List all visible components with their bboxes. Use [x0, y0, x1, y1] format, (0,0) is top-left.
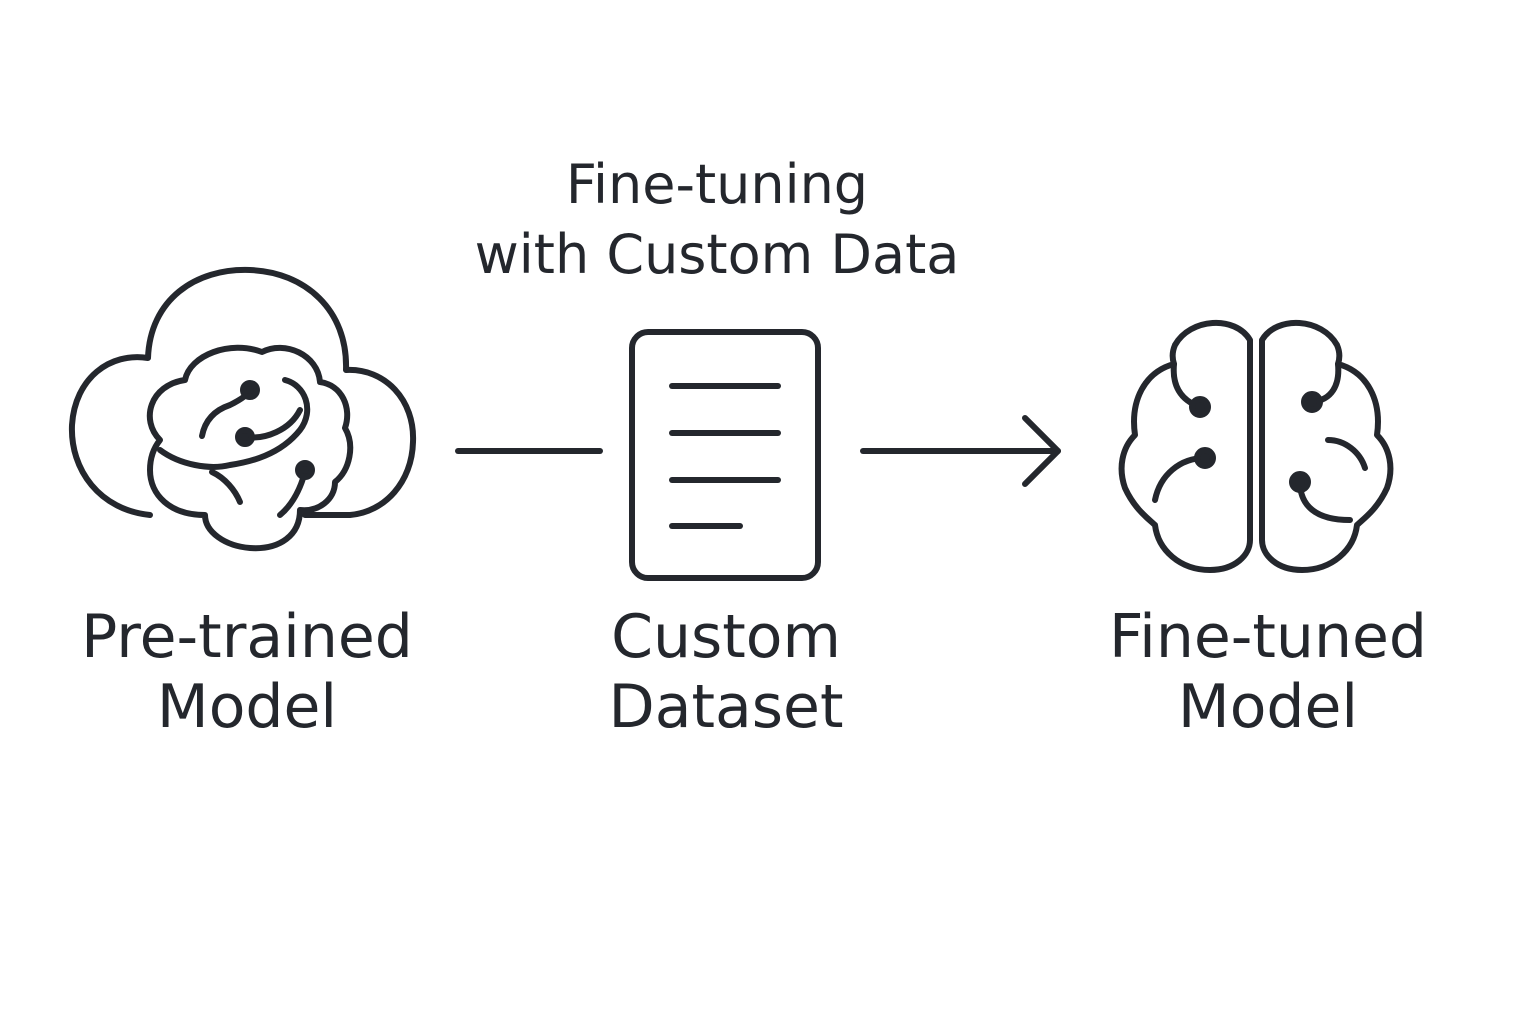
brain-node [235, 427, 255, 447]
document-icon [629, 329, 821, 581]
brain-icon [1118, 319, 1394, 573]
pretrained-model-label: Pre-trained Model [47, 602, 447, 742]
brain-node [1189, 396, 1211, 418]
label-line-1: Pre-trained [81, 602, 413, 672]
cloud-brain-icon [68, 266, 417, 552]
diagram-title: Fine-tuning with Custom Data [417, 150, 1017, 290]
custom-dataset-label: Custom Dataset [526, 602, 926, 742]
brain-fold [157, 377, 311, 470]
title-line-1: Fine-tuning [565, 153, 869, 216]
brain-node [1194, 447, 1216, 469]
brain-node [1289, 471, 1311, 493]
brain-fold [1325, 437, 1368, 471]
right-hemisphere [1259, 319, 1394, 573]
label-line-2: Dataset [608, 672, 844, 742]
title-line-2: with Custom Data [474, 223, 960, 286]
document-outline [629, 329, 821, 581]
arrow-icon [860, 415, 1061, 487]
brain-node [1301, 391, 1323, 413]
arrow-head [1022, 415, 1061, 487]
label-line-2: Model [1177, 672, 1359, 742]
finetuned-model-label: Fine-tuned Model [1068, 602, 1468, 742]
label-line-1: Custom [611, 602, 841, 672]
brain-outline [146, 344, 354, 552]
left-hemisphere [1118, 319, 1253, 573]
brain-node [240, 380, 260, 400]
label-line-1: Fine-tuned [1109, 602, 1427, 672]
cloud-outline [68, 266, 417, 518]
brain-fold [209, 469, 243, 505]
label-line-2: Model [156, 672, 338, 742]
brain-node [295, 460, 315, 480]
